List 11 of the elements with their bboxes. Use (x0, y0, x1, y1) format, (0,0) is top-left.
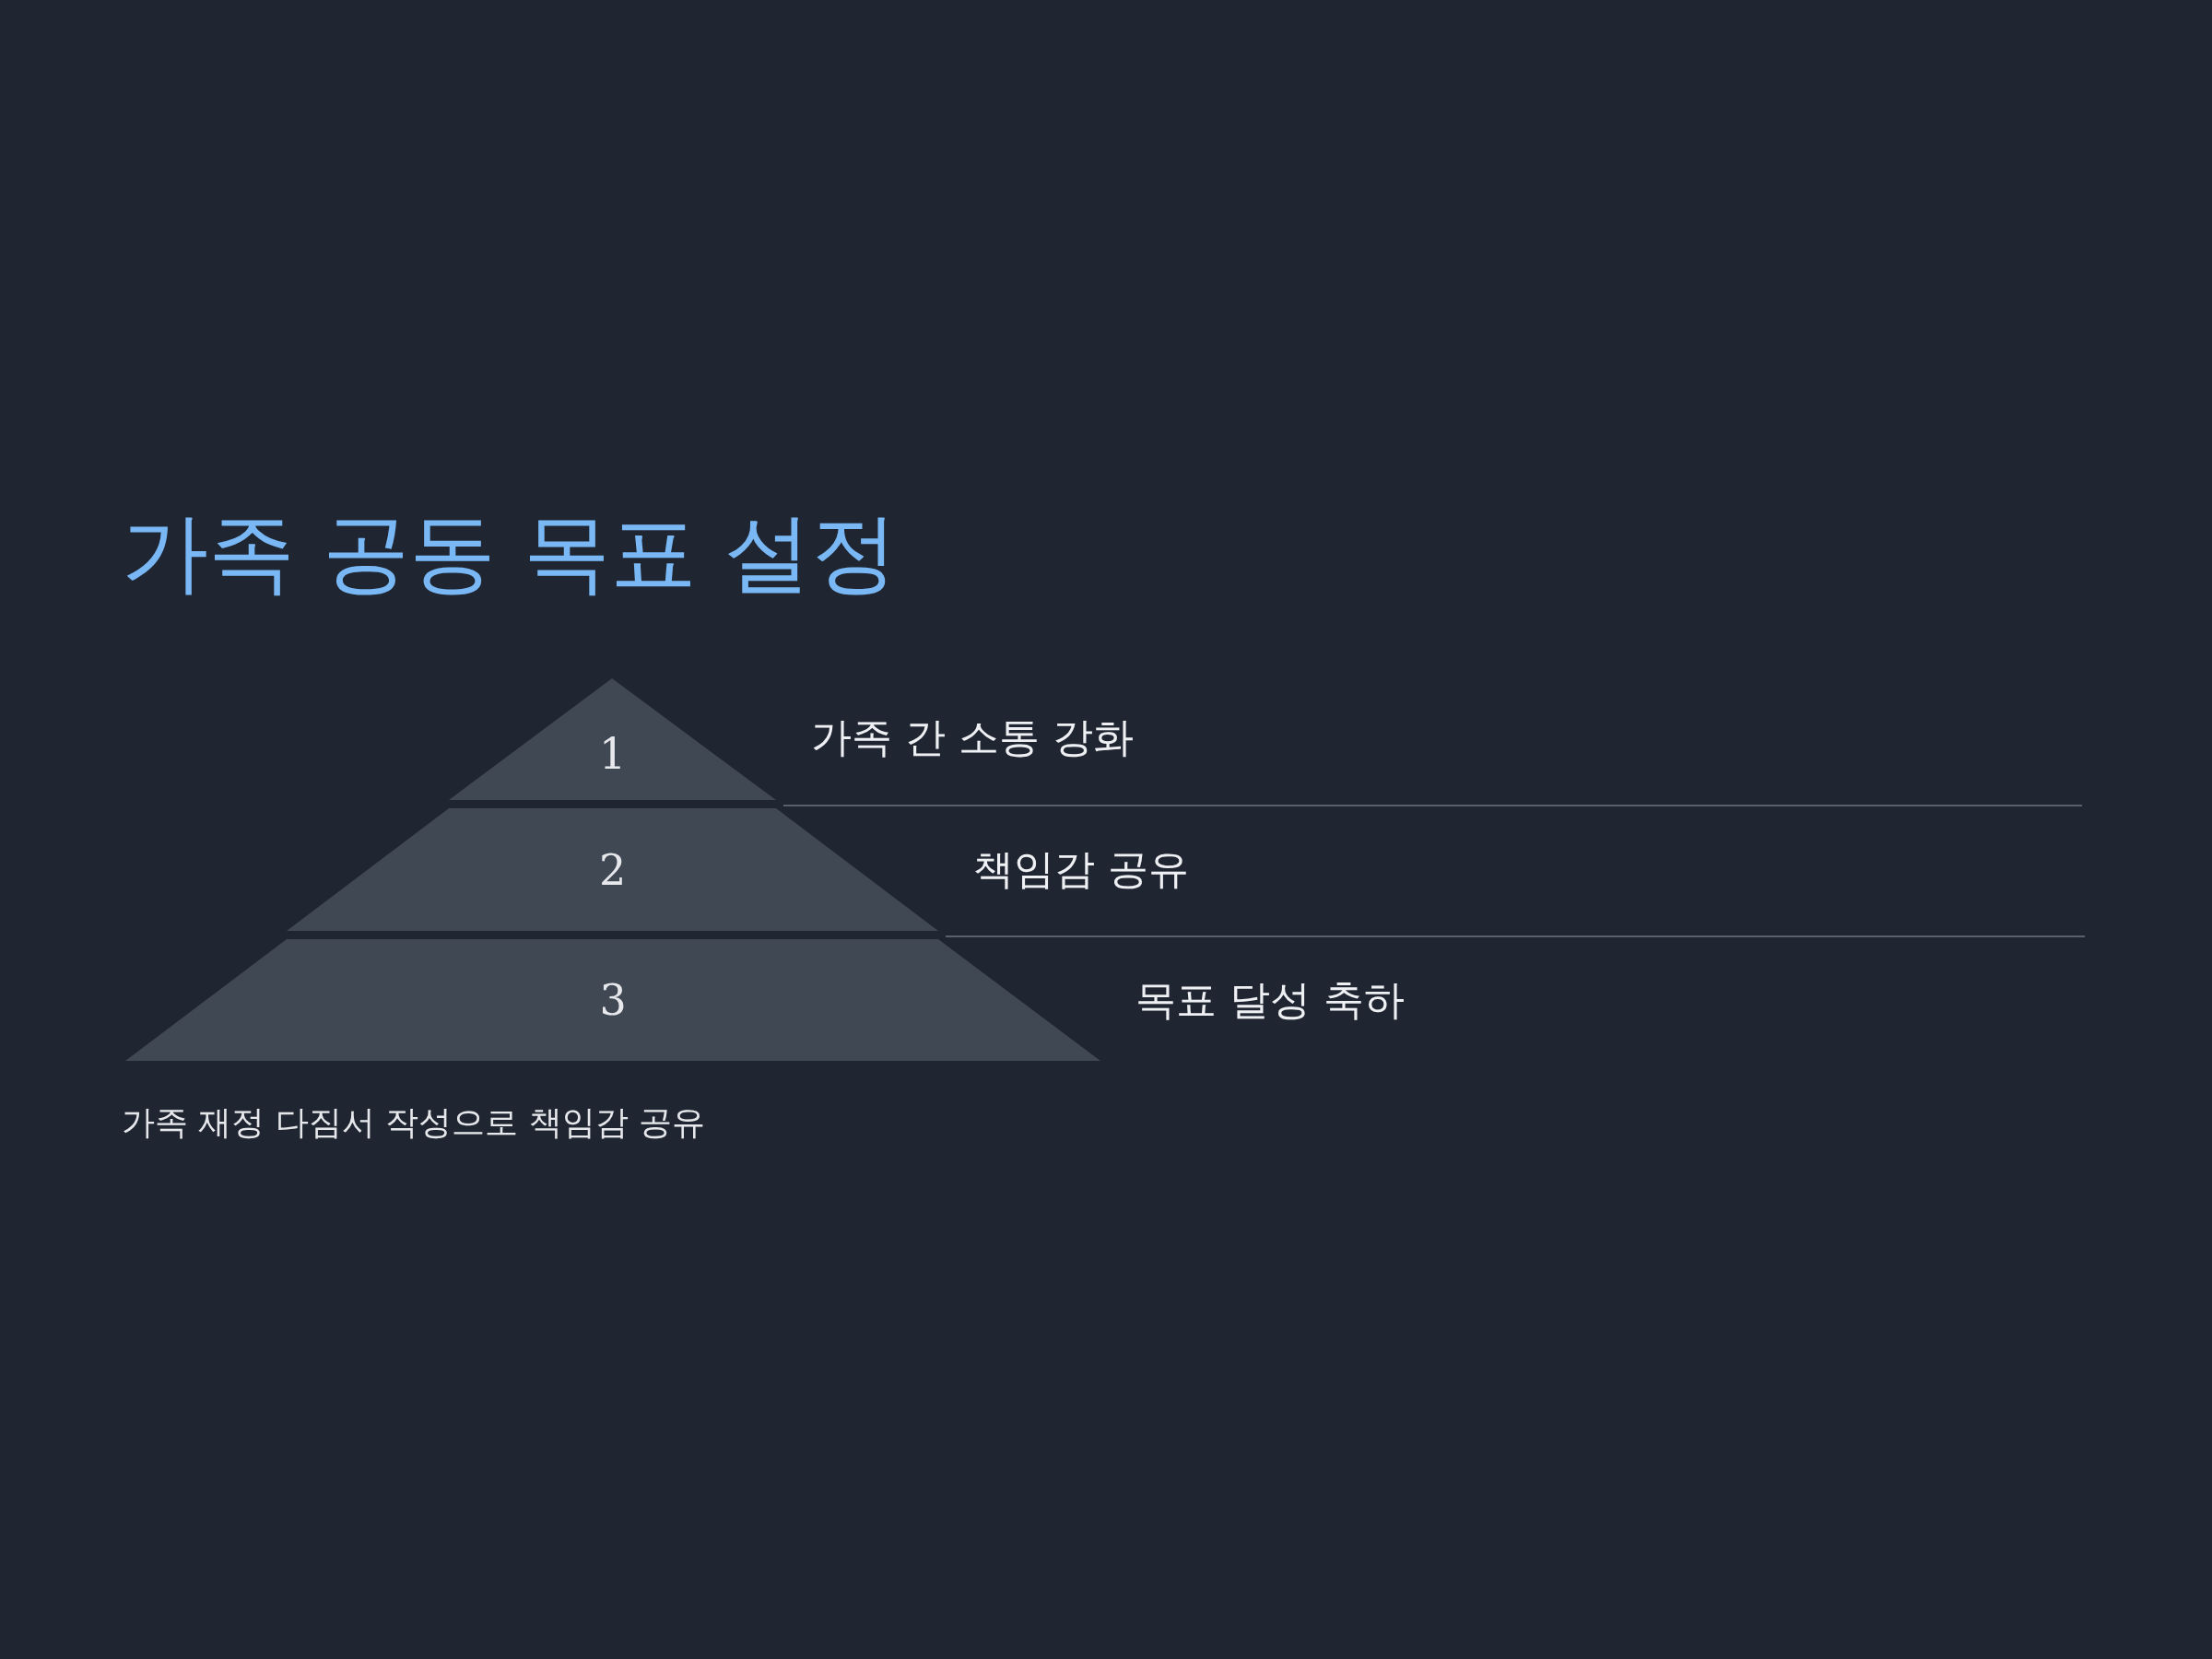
layer-number: 2 (599, 848, 627, 891)
layer-number: 3 (599, 979, 627, 1021)
layer-label: 가족 간 소통 강화 (811, 715, 1134, 760)
layer-number: 1 (599, 732, 627, 775)
layer-label: 책임감 공유 (973, 847, 1189, 892)
layer-label: 목표 달성 축하 (1135, 978, 1405, 1023)
caption-text: 가족 재정 다짐서 작성으로 책임감 공유 (122, 1102, 706, 1143)
pyramid-layer (287, 808, 938, 931)
pyramid-layer (449, 678, 776, 800)
pyramid-layer (125, 939, 1100, 1061)
slide-title: 가족 공동 목표 설정 (122, 505, 898, 601)
